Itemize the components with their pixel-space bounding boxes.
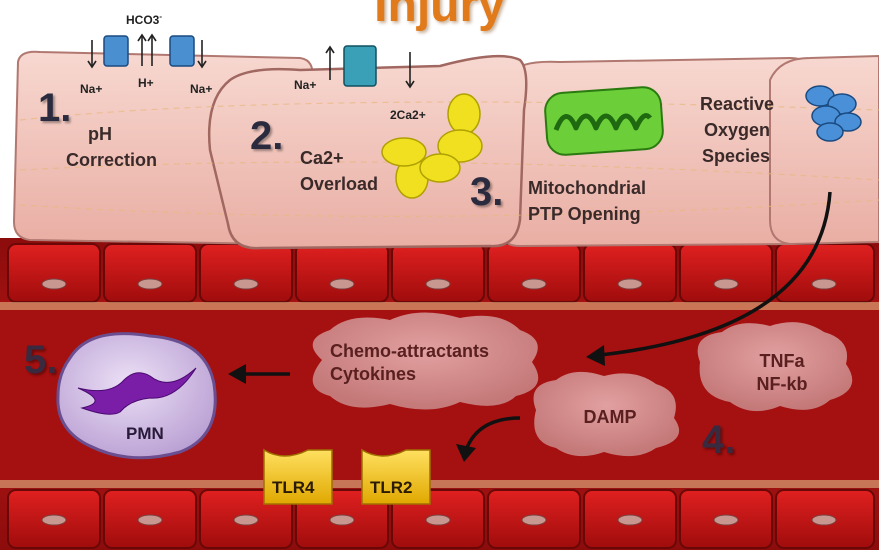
chemo-text: Chemo-attractants Cytokines bbox=[330, 340, 530, 385]
step-1-line1: pH bbox=[88, 124, 112, 145]
na-ca-exchanger bbox=[344, 46, 376, 86]
step-4-number: 4. bbox=[702, 418, 735, 463]
damp-text: DAMP bbox=[560, 406, 660, 429]
step-2-line1: Ca2+ bbox=[300, 148, 344, 169]
mitochondrion-icon bbox=[544, 86, 664, 156]
hco3-label: HCO3- bbox=[126, 12, 162, 27]
ros-line1: Reactive bbox=[700, 94, 774, 115]
hco3-transporter-left bbox=[104, 36, 128, 66]
hco3-transporter-right bbox=[170, 36, 194, 66]
step-3-number: 3. bbox=[470, 170, 503, 215]
tnf-text: TNFa NF-kb bbox=[732, 350, 832, 395]
chemo-line2: Cytokines bbox=[330, 363, 530, 386]
cell-4 bbox=[770, 56, 879, 244]
h-plus-label: H+ bbox=[138, 76, 154, 90]
endothelium-top bbox=[0, 244, 879, 310]
step-3-line2: PTP Opening bbox=[528, 204, 641, 225]
ros-line3: Species bbox=[702, 146, 770, 167]
pmn-label: PMN bbox=[126, 424, 164, 444]
tlr4-label: TLR4 bbox=[272, 478, 315, 498]
two-ca-label: 2Ca2+ bbox=[390, 108, 426, 122]
tnf-line2: NF-kb bbox=[732, 373, 832, 396]
na-label-exchanger: Na+ bbox=[294, 78, 316, 92]
ros-line2: Oxygen bbox=[704, 120, 770, 141]
tnf-line1: TNFa bbox=[732, 350, 832, 373]
step-2-number: 2. bbox=[250, 114, 283, 159]
step-3-line1: Mitochondrial bbox=[528, 178, 646, 199]
chemo-line1: Chemo-attractants bbox=[330, 340, 530, 363]
na-label-right: Na+ bbox=[190, 82, 212, 96]
step-1-line2: Correction bbox=[66, 150, 157, 171]
step-5-number: 5. bbox=[24, 338, 57, 383]
step-2-line2: Overload bbox=[300, 174, 378, 195]
tlr2-label: TLR2 bbox=[370, 478, 413, 498]
endothelium-bottom bbox=[0, 480, 879, 548]
na-label-left: Na+ bbox=[80, 82, 102, 96]
step-1-number: 1. bbox=[38, 86, 71, 131]
